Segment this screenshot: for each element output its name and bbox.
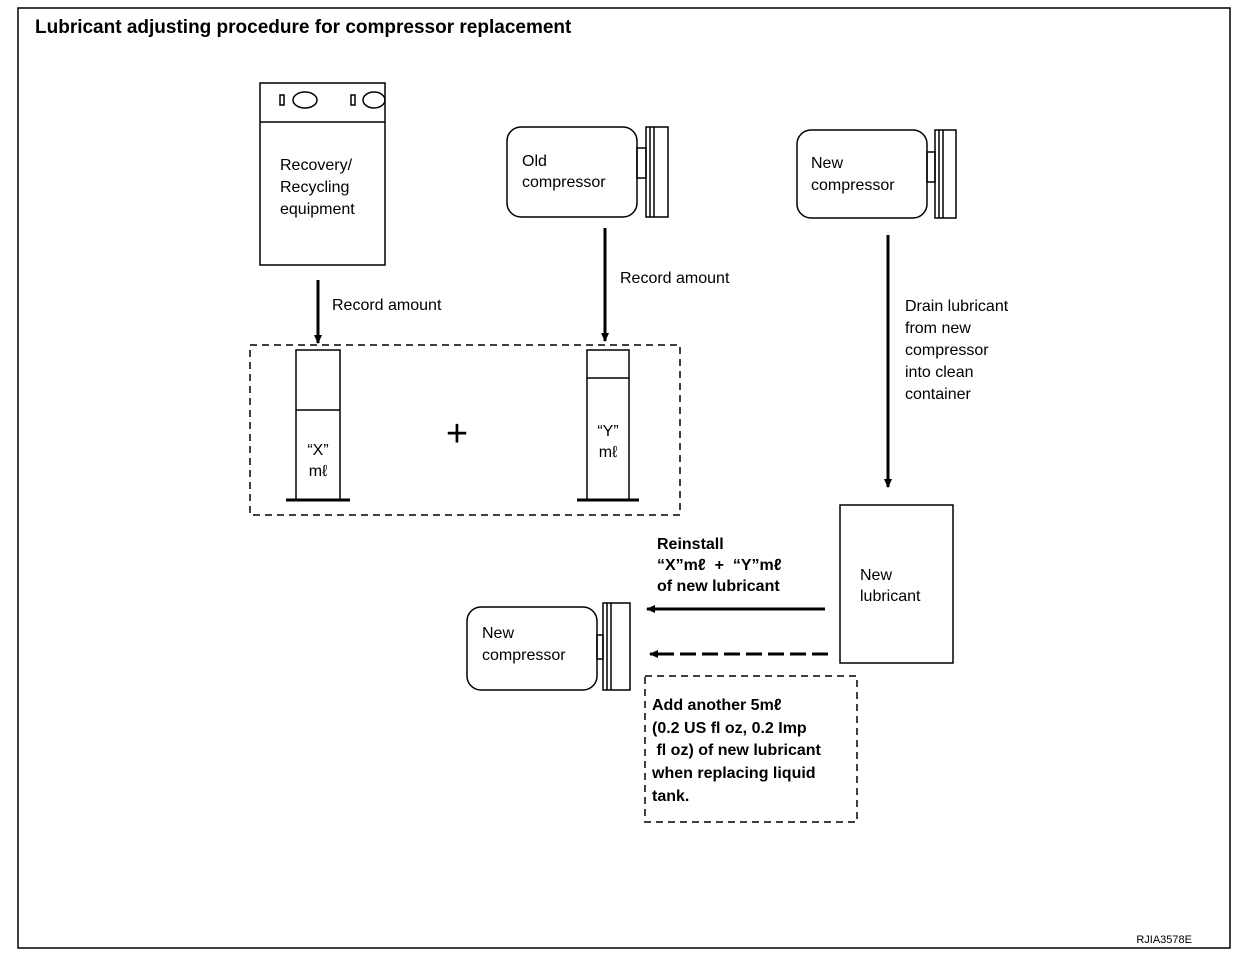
svg-text:compressor: compressor [482,647,566,664]
cylinder-x: “X” mℓ [286,349,350,502]
pulley-icon [934,129,957,219]
svg-text:container: container [905,386,971,403]
svg-text:New: New [811,155,843,172]
pulley-icon [602,602,631,691]
svg-text:Old: Old [522,153,547,170]
new-compressor-bottom: New compressor [466,602,631,691]
svg-text:Recycling: Recycling [280,179,349,196]
diagram-title: Lubricant adjusting procedure for compre… [35,17,572,38]
reinstall-label: Reinstall “X”mℓ + “Y”mℓ of new lubricant [657,536,782,595]
svg-text:Reinstall: Reinstall [657,536,724,553]
svg-text:Add another 5mℓ: Add another 5mℓ [652,697,782,714]
svg-text:“X”: “X” [307,442,328,459]
record-amount-right: Record amount [620,270,730,287]
record-amount-left: Record amount [332,297,442,314]
svg-text:from new: from new [905,320,971,337]
gauge-icon [292,91,318,109]
svg-text:equipment: equipment [280,201,355,218]
switch-icon [350,94,356,106]
switch-icon [279,94,285,106]
svg-text:mℓ: mℓ [309,463,328,480]
svg-text:(0.2 US fl oz, 0.2 Imp: (0.2 US fl oz, 0.2 Imp [652,720,807,737]
recovery-equipment: Recovery/ Recycling equipment [259,82,386,266]
svg-text:lubricant: lubricant [860,588,921,605]
svg-text:compressor: compressor [811,177,895,194]
svg-text:“Y”: “Y” [597,423,618,440]
outer-frame [17,7,1231,949]
svg-text:Drain lubricant: Drain lubricant [905,298,1009,315]
svg-text:Recovery/: Recovery/ [280,157,353,174]
new-compressor-top: New compressor [796,129,957,219]
cylinder-y: “Y” mℓ [577,349,639,502]
pulley-icon [645,126,669,218]
svg-text:into clean: into clean [905,364,974,381]
svg-text:New: New [860,567,892,584]
old-compressor: Old compressor [506,126,669,218]
new-lubricant-container: New lubricant [839,504,954,664]
svg-text:compressor: compressor [522,174,606,191]
gauge-icon [362,91,386,109]
svg-text:fl oz) of new lubricant: fl oz) of new lubricant [652,742,822,759]
plus-sign: + [446,413,468,455]
liquid-tank-note: Add another 5mℓ (0.2 US fl oz, 0.2 Imp f… [644,675,858,823]
svg-text:“X”mℓ + “Y”mℓ: “X”mℓ + “Y”mℓ [657,557,782,574]
svg-text:when replacing liquid: when replacing liquid [651,765,816,782]
drain-label: Drain lubricant from new compressor into… [905,298,1009,403]
svg-text:compressor: compressor [905,342,989,359]
figure-code: RJIA3578E [1136,934,1192,946]
svg-text:mℓ: mℓ [599,444,618,461]
svg-text:tank.: tank. [652,788,689,805]
svg-text:New: New [482,625,514,642]
svg-text:of new lubricant: of new lubricant [657,578,780,595]
